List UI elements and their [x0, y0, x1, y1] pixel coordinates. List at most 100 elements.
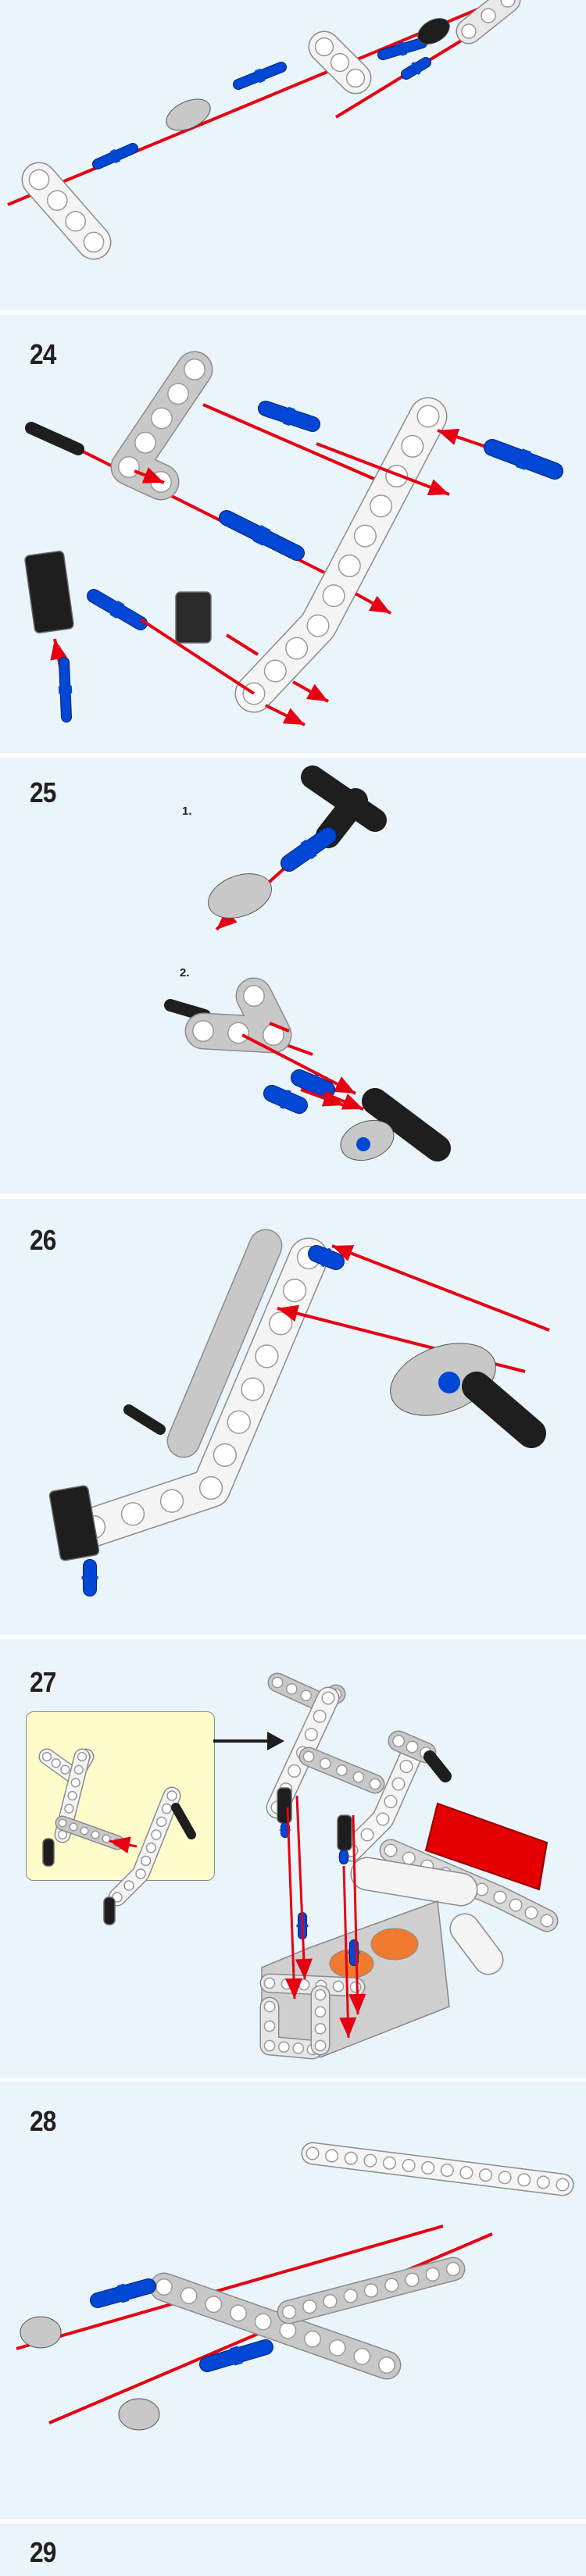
beam-hole [392, 1735, 405, 1747]
beam-hole [227, 1022, 249, 1044]
beam [301, 2142, 574, 2196]
step-24-illustration [24, 351, 563, 726]
black-angle-connector [337, 1814, 352, 1851]
beam-hole [369, 1778, 381, 1790]
beam [298, 1746, 385, 1794]
beam-hole [517, 2173, 531, 2187]
beam-body [151, 2274, 400, 2378]
beam-hole [134, 431, 156, 454]
beam-hole [292, 2042, 305, 2054]
connector [166, 98, 211, 131]
step-23-panel [0, 0, 586, 310]
pin [219, 510, 305, 561]
grey-connector [20, 2316, 62, 2349]
beam-hole [402, 2158, 416, 2172]
beam-hole [445, 2261, 461, 2277]
beam-hole [376, 1812, 390, 1826]
beam [308, 30, 372, 95]
beam-hole [399, 1759, 413, 1774]
black-pin-connector [175, 591, 212, 644]
orange-hub [370, 1928, 419, 1961]
beam-hole [336, 1764, 348, 1776]
beam-hole [241, 1377, 265, 1401]
beam-hole [161, 1803, 173, 1814]
grey-connector [208, 873, 272, 919]
beam-hole [313, 1709, 327, 1723]
beam-hole [135, 1868, 146, 1879]
beam-hole [459, 2166, 473, 2180]
step-25-panel: 25 1. 2. [0, 758, 586, 1193]
axle-hole-blue [356, 1137, 370, 1151]
pin [92, 143, 138, 169]
arrow-head-icon [282, 708, 305, 725]
beam-hole [363, 2283, 379, 2298]
beam [310, 1985, 331, 2056]
pin [263, 1085, 308, 1114]
beam-hole [391, 1777, 406, 1791]
beam-hole [300, 1689, 313, 1702]
beam-hole [344, 2151, 358, 2165]
beam-hole [180, 2287, 198, 2305]
beam [108, 1786, 181, 1907]
beam-hole [498, 2171, 512, 2185]
assembly-arrow-line [342, 1865, 350, 2039]
beam-hole [378, 2357, 395, 2374]
pin [484, 439, 563, 480]
beam-hole [288, 1764, 302, 1778]
assembly-arrow-line [202, 403, 384, 484]
step-28-panel: 28 [0, 2082, 586, 2519]
beam-hole [269, 1311, 293, 1336]
beam-hole [323, 2294, 338, 2309]
beam-hole [302, 1750, 315, 1763]
beam-body [352, 1858, 477, 1905]
beam-hole [353, 2347, 371, 2365]
beam [166, 1229, 283, 1458]
beam-hole [306, 2146, 320, 2160]
beam-body [451, 1914, 502, 1974]
arrow-head-icon [427, 479, 449, 495]
beam-hole [58, 1818, 67, 1828]
beam-hole [493, 1890, 507, 1904]
assembly-arrow-line [331, 1244, 550, 1332]
beam-body [236, 398, 446, 712]
beam-hole [83, 231, 105, 253]
beam-hole [281, 2304, 297, 2320]
arrow-head-icon [277, 1304, 299, 1322]
pin [58, 657, 73, 722]
beam-hole [285, 637, 309, 660]
pin [233, 62, 287, 90]
step-26-panel: 26 [0, 1199, 586, 1635]
red-cylinder [424, 1802, 548, 1891]
arrow-head-icon [109, 1836, 131, 1854]
pin-collar [516, 448, 531, 470]
beam-hole [65, 210, 87, 232]
beam [234, 397, 448, 713]
beam-hole [184, 359, 205, 380]
beam-hole [556, 2178, 570, 2192]
beam-hole [322, 584, 345, 608]
black-pin [123, 1404, 166, 1435]
beam-hole [360, 1828, 374, 1842]
beam [110, 351, 213, 501]
beam-hole [338, 554, 361, 577]
arrow-head-icon [141, 467, 164, 483]
step-number: 26 [30, 1224, 56, 1256]
beam [184, 977, 292, 1054]
pin [401, 57, 431, 80]
black-angle-connector [42, 1838, 55, 1867]
beam-hole [243, 985, 265, 1007]
beam-hole [314, 37, 334, 57]
assembly-arrow-line [316, 442, 450, 496]
beam-hole [343, 2289, 358, 2303]
beam-hole [263, 2020, 276, 2032]
beam [456, 0, 521, 45]
beam-hole [67, 1790, 77, 1801]
beam-hole [478, 2168, 493, 2182]
beam-hole [145, 1842, 157, 1854]
arrow-head-icon [216, 909, 238, 929]
beam-hole [304, 2330, 321, 2348]
beam-hole [46, 190, 68, 212]
step-number: 29 [30, 2536, 56, 2568]
beam-hole [263, 659, 287, 683]
black-connector [423, 1750, 452, 1782]
